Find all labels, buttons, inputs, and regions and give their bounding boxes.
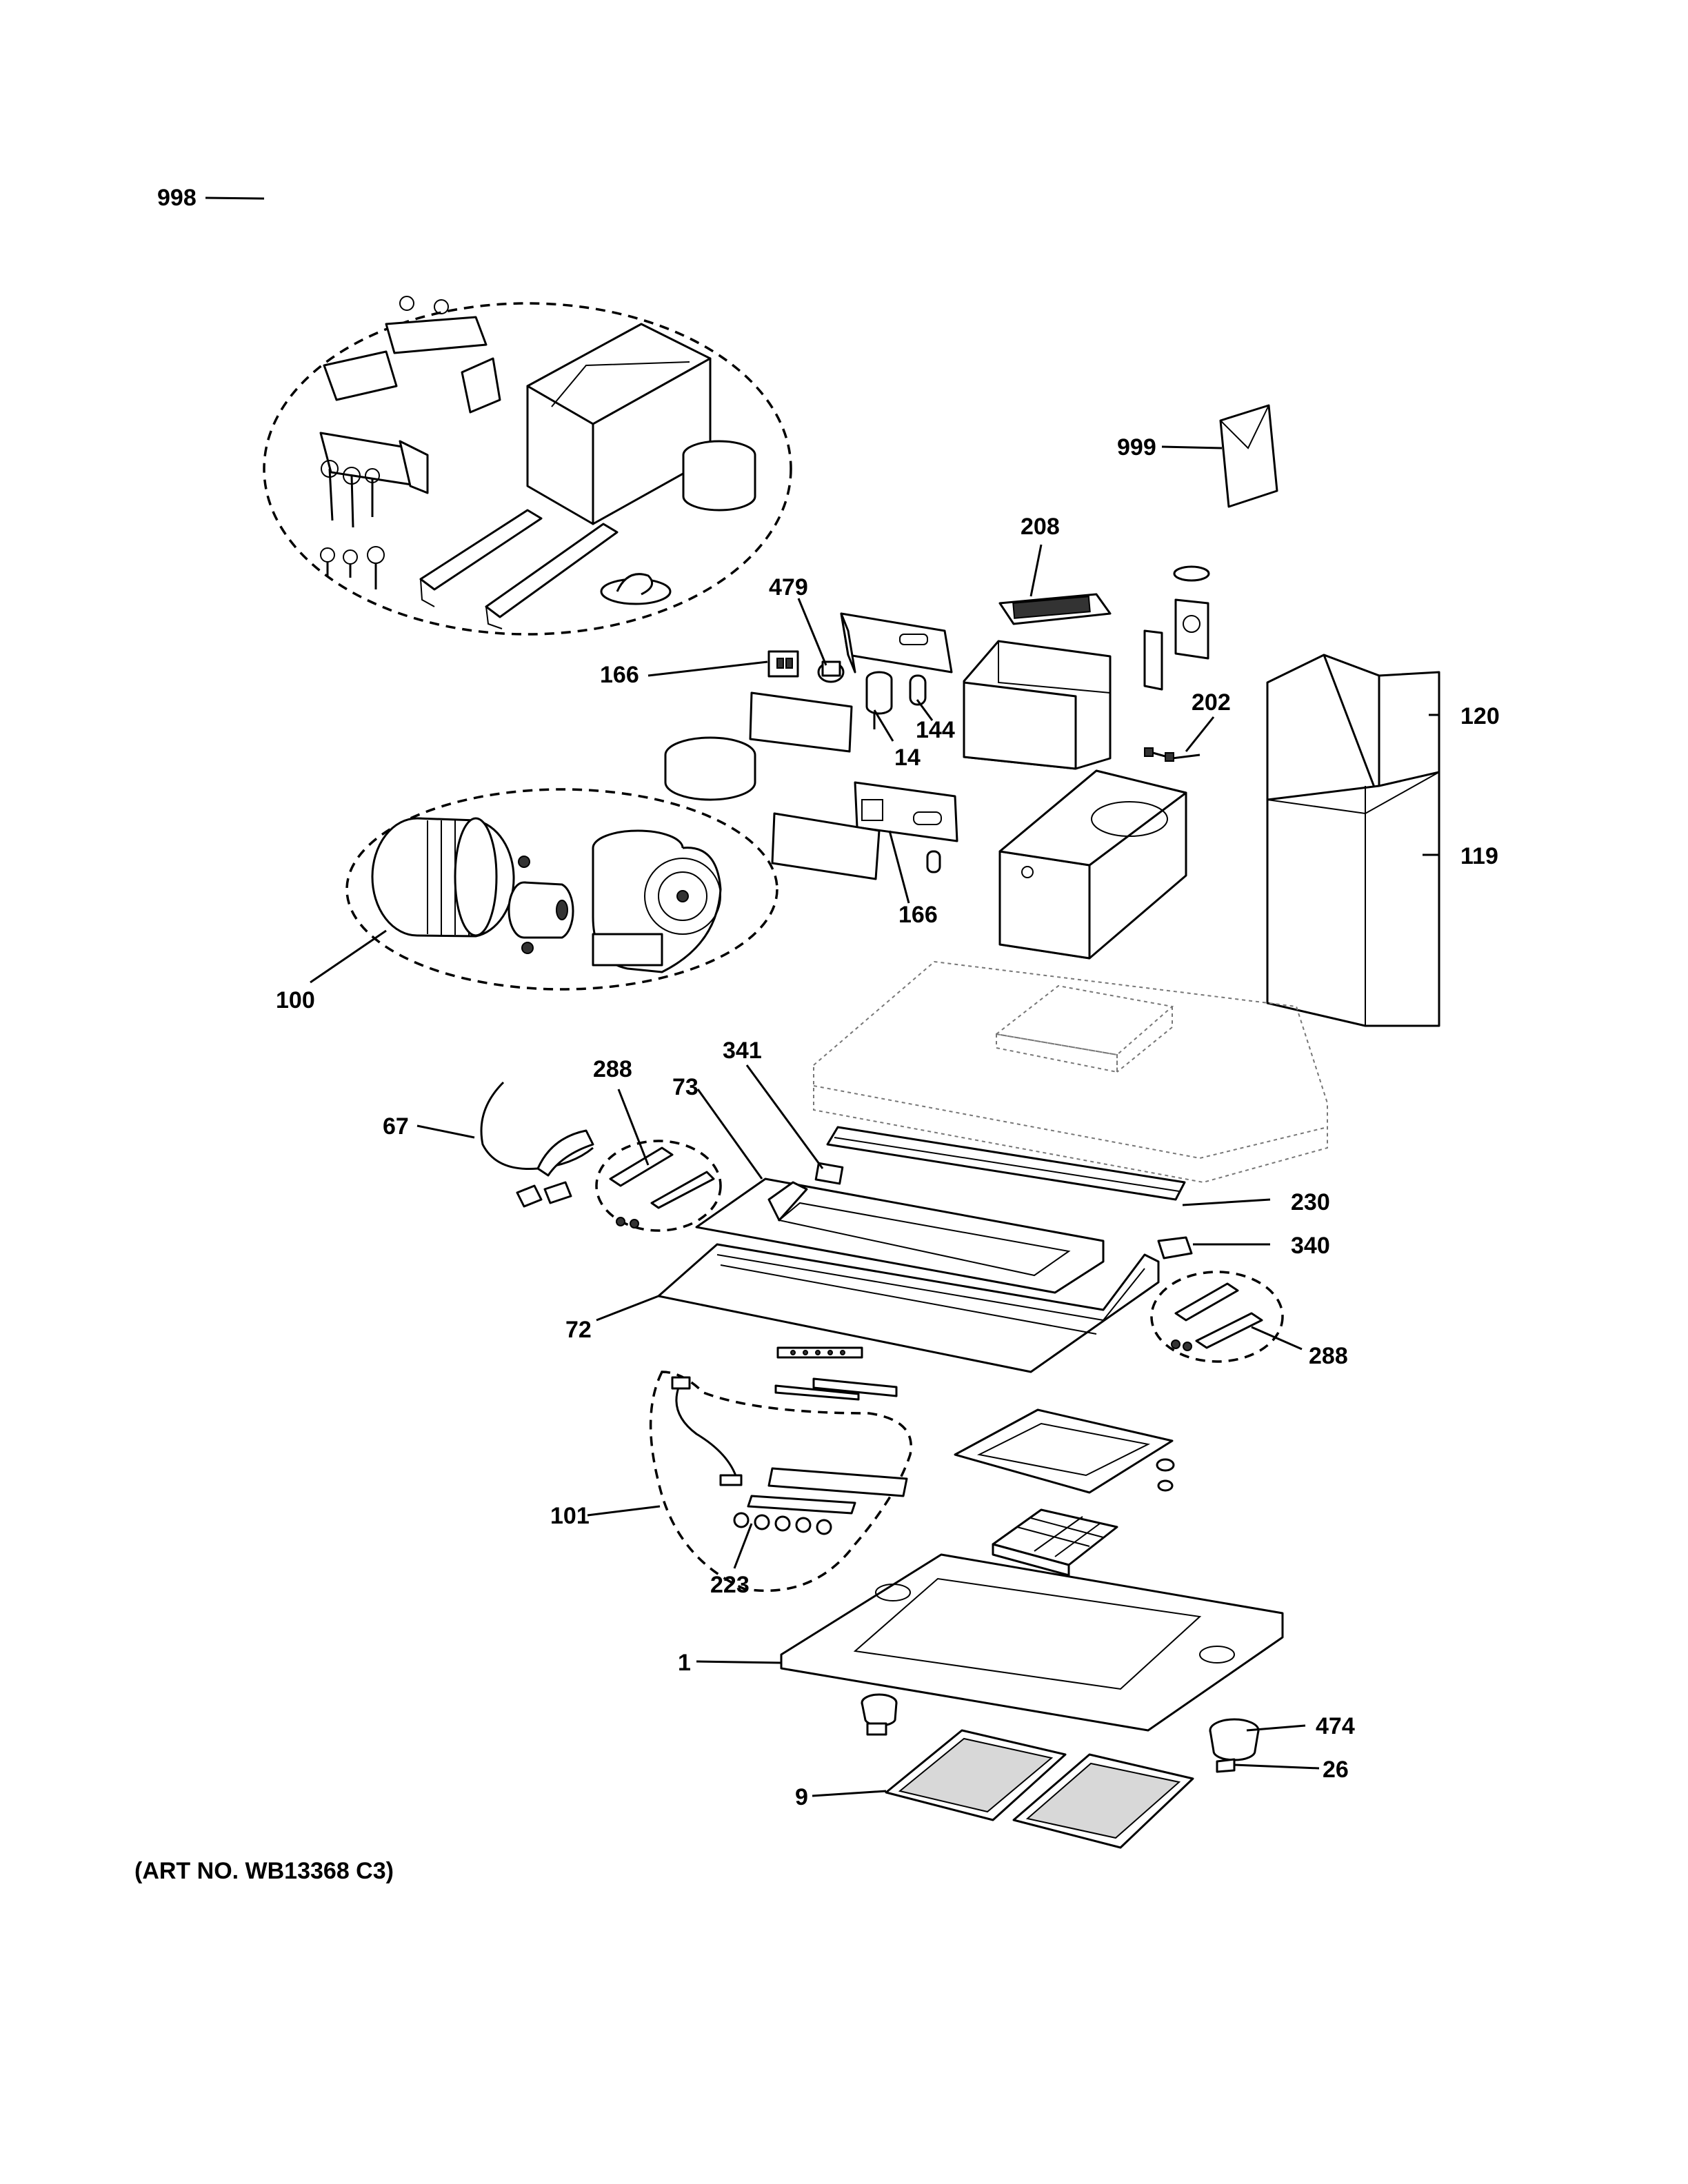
light-harness-group <box>649 1371 912 1593</box>
callout-166-top: 166 <box>600 662 639 688</box>
callout-223: 223 <box>710 1572 750 1598</box>
right-bracket-group <box>1150 1271 1284 1363</box>
left-bracket-harness <box>480 1081 722 1232</box>
electrical-components <box>664 565 1210 960</box>
callout-208: 208 <box>1021 514 1060 540</box>
callout-144: 144 <box>916 717 955 743</box>
callout-998: 998 <box>157 185 197 211</box>
leader-lines <box>205 196 1440 1797</box>
art-number: (ART NO. WB13368 C3) <box>134 1858 394 1884</box>
callout-999: 999 <box>1117 434 1156 461</box>
callout-230: 230 <box>1291 1189 1330 1215</box>
callout-479: 479 <box>769 574 808 600</box>
callout-166-bottom: 166 <box>898 902 938 928</box>
callout-341: 341 <box>723 1038 762 1064</box>
callout-101: 101 <box>550 1503 590 1529</box>
blower-assembly-group <box>345 788 778 991</box>
callout-474: 474 <box>1316 1713 1355 1739</box>
mounting-kit-group <box>263 296 792 636</box>
callout-100: 100 <box>276 987 315 1013</box>
callout-119: 119 <box>1460 843 1498 869</box>
front-panel-parts <box>657 1126 1193 1401</box>
filter-and-base-parts <box>780 1408 1284 1849</box>
callout-72: 72 <box>565 1317 592 1343</box>
hood-canopy-outline <box>813 960 1328 1184</box>
callout-73: 73 <box>672 1074 699 1100</box>
callout-1: 1 <box>678 1650 691 1676</box>
callout-labels: 998 999 208 479 166 144 14 202 120 119 1… <box>157 185 1500 1810</box>
callout-67: 67 <box>383 1113 409 1140</box>
callout-120: 120 <box>1460 703 1500 729</box>
literature-envelope <box>1219 404 1278 508</box>
callout-340: 340 <box>1291 1233 1330 1259</box>
chimney-covers <box>1266 654 1440 1027</box>
callout-9: 9 <box>795 1784 808 1810</box>
callout-288-right: 288 <box>1309 1343 1348 1369</box>
callout-288-left: 288 <box>593 1056 632 1082</box>
callout-202: 202 <box>1192 689 1231 716</box>
callout-26: 26 <box>1323 1757 1349 1783</box>
callout-14: 14 <box>894 745 921 771</box>
